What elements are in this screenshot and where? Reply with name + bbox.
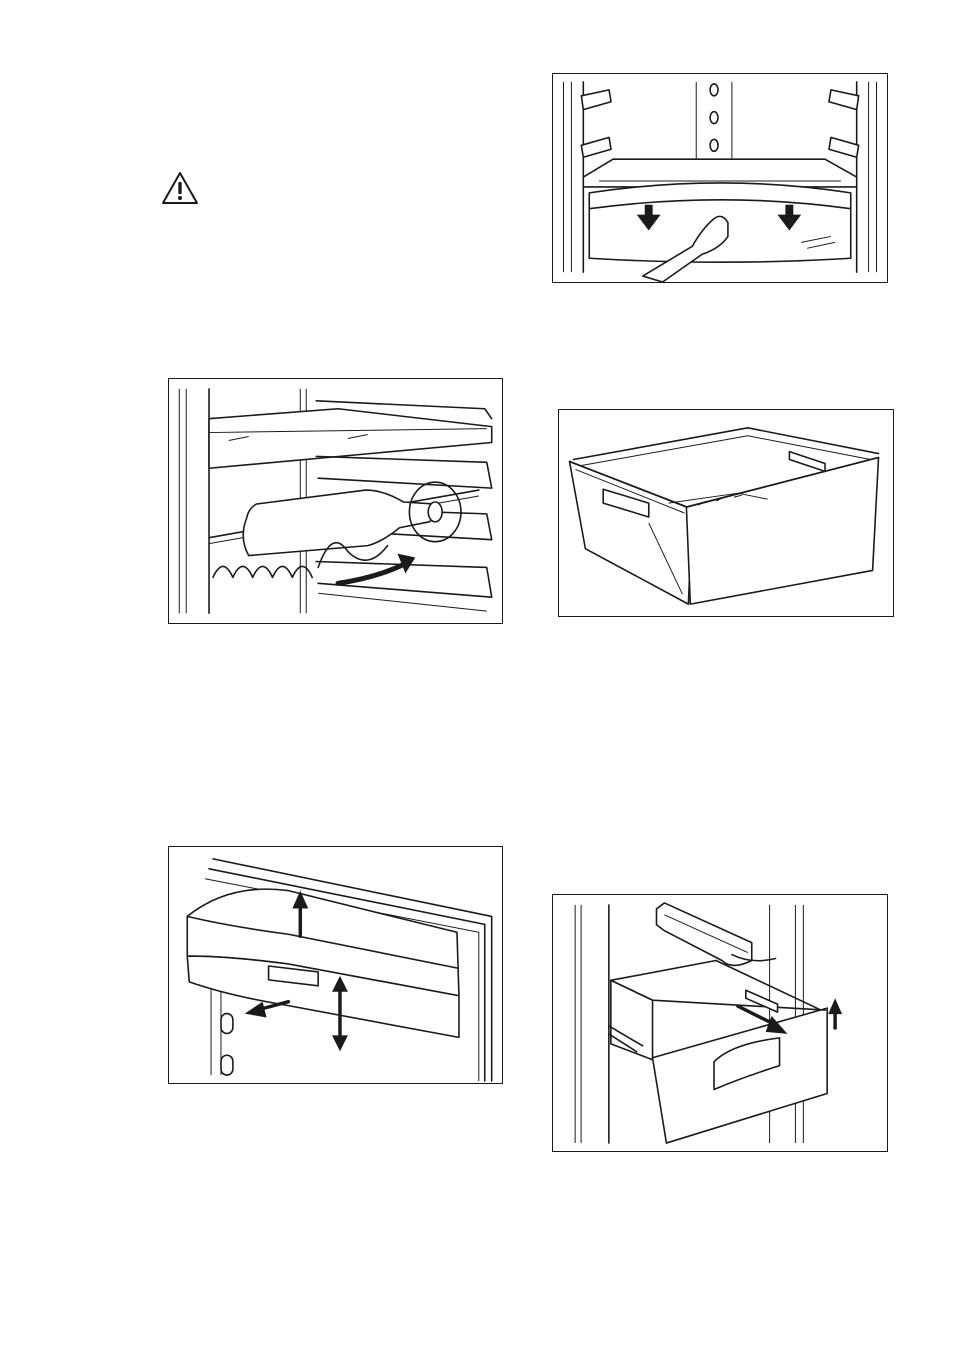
freezer-drawer-removal-illustration — [552, 894, 888, 1152]
crisper-drawer-illustration — [558, 409, 894, 617]
glass-shelf-drawer-pull-illustration — [552, 73, 888, 283]
bottle-rack-illustration — [168, 378, 503, 624]
warning-triangle-icon — [160, 170, 200, 206]
door-balcony-removal-illustration — [168, 846, 503, 1084]
